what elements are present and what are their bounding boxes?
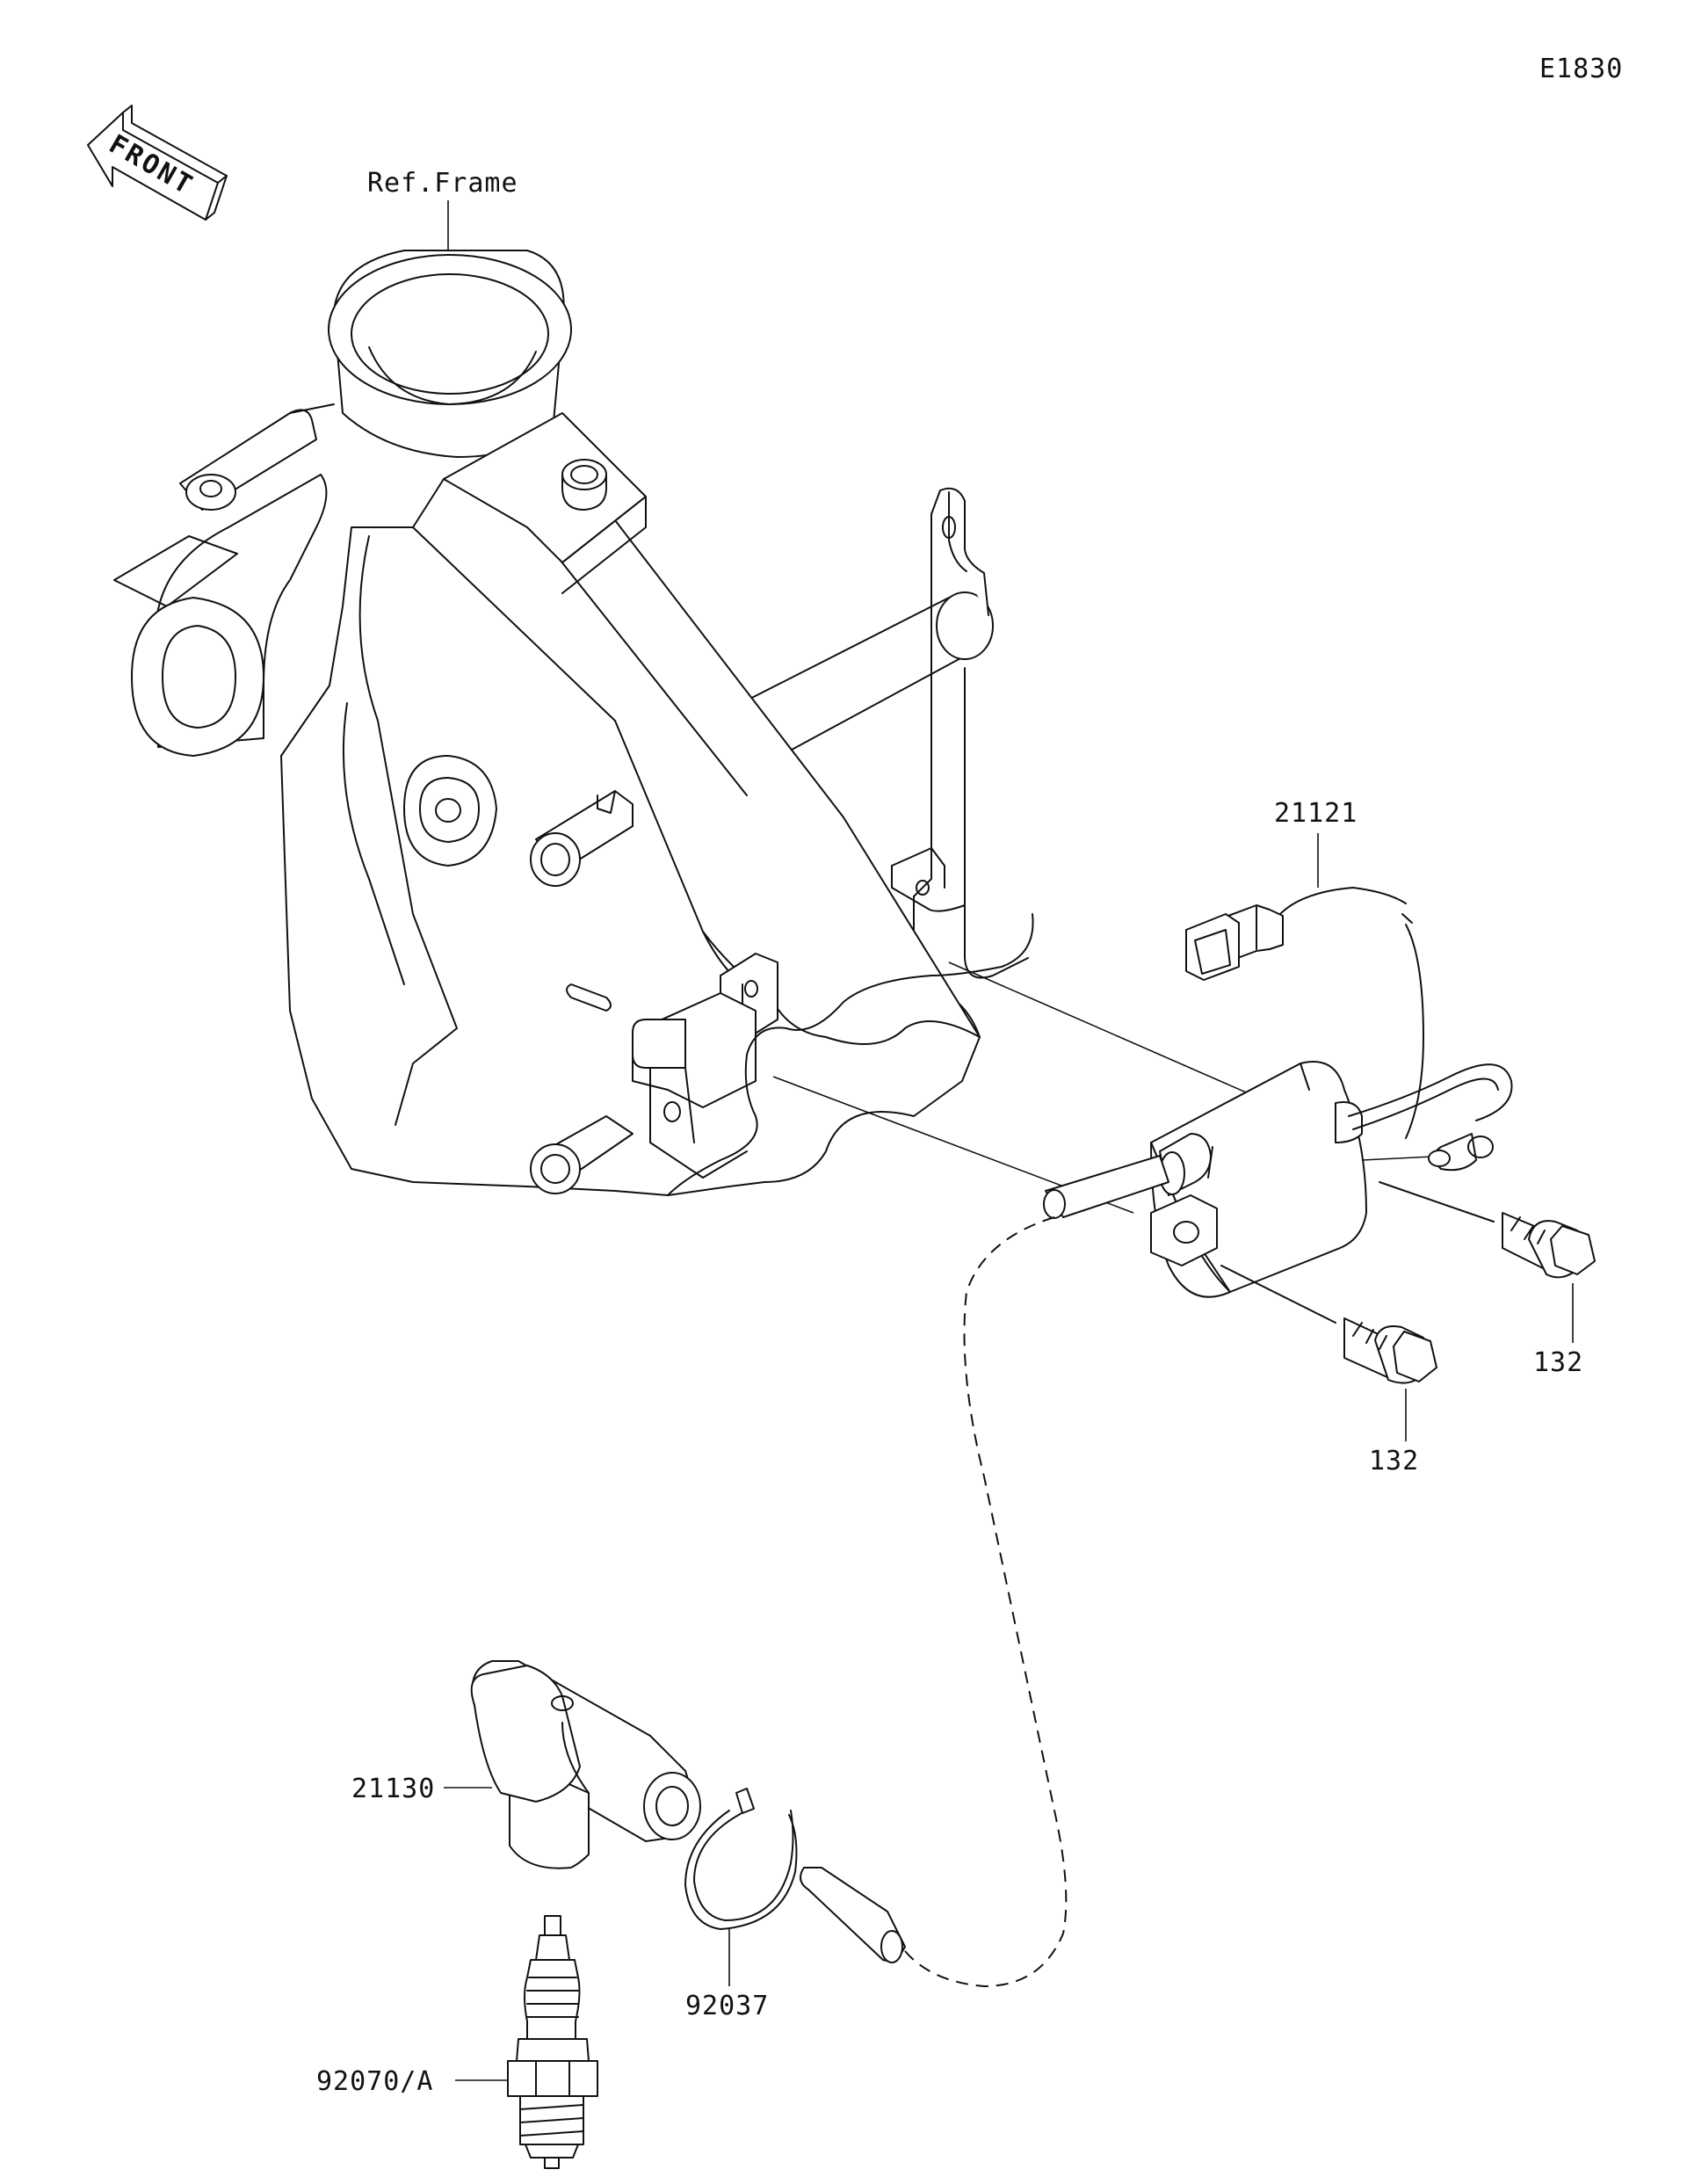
bolt-upper-right <box>1379 1181 1596 1279</box>
spark-plug-92070A <box>507 1915 598 2169</box>
frame-assembly <box>113 250 1034 1196</box>
ref-frame-label: Ref.Frame <box>367 168 518 199</box>
diagram-code: E1830 <box>1539 54 1623 84</box>
label-21121: 21121 <box>1274 798 1358 829</box>
label-92070A: 92070/A <box>316 2066 433 2097</box>
bolt-lower <box>1220 1265 1437 1384</box>
ignition-coil <box>772 961 1513 1298</box>
wire-harness <box>1185 887 1424 1139</box>
high-tension-lead <box>904 1216 1068 1988</box>
label-132-upper: 132 <box>1533 1347 1583 1378</box>
front-arrow-icon: FRONT <box>87 105 228 221</box>
label-92037: 92037 <box>685 1991 769 2021</box>
label-132-lower: 132 <box>1369 1446 1419 1477</box>
lead-end <box>800 1867 906 1963</box>
label-21130: 21130 <box>351 1774 435 1804</box>
plug-cap-21130 <box>470 1660 701 1869</box>
clamp-92037 <box>684 1788 798 1930</box>
